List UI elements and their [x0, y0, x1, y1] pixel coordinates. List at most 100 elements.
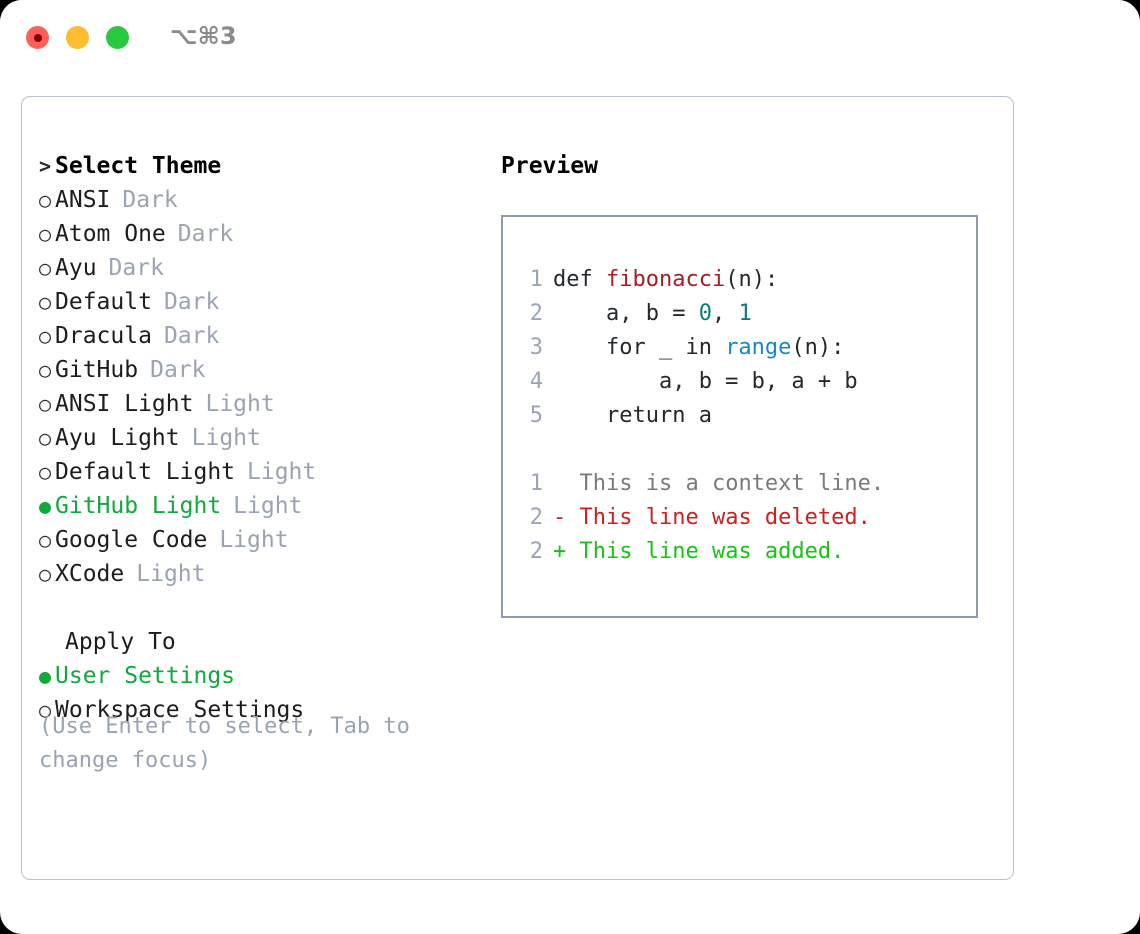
radio-unselected-icon: ○: [39, 358, 52, 382]
line-number: 1: [529, 267, 543, 292]
theme-option-label: Default Light: [55, 459, 236, 485]
select-theme-label: Select Theme: [55, 153, 222, 179]
title-bar: ⌥⌘3: [0, 0, 1140, 78]
code-token: a, b =: [553, 301, 699, 326]
theme-option-label: GitHub Light: [55, 493, 222, 519]
preview-title: Preview: [501, 153, 598, 179]
radio-unselected-icon: ○: [39, 392, 52, 416]
code-token: return a: [553, 403, 712, 428]
theme-option-label: XCode: [55, 561, 125, 587]
theme-option-label: Dracula: [55, 323, 152, 349]
code-diff-spacer: [503, 433, 976, 467]
apply-to-option-label: User Settings: [55, 663, 236, 689]
radio-unselected-icon: ○: [39, 188, 52, 212]
theme-option-xcode[interactable]: ○XCode Light: [39, 557, 479, 591]
diff-text: This line was added.: [579, 539, 845, 564]
select-theme-heading: >Select Theme: [39, 149, 479, 183]
theme-option-tag: Light: [233, 493, 303, 519]
radio-selected-icon: ●: [39, 664, 52, 688]
theme-option-tag: Light: [247, 459, 317, 485]
code-token: 0: [698, 301, 712, 326]
diff-marker: +: [553, 539, 580, 564]
theme-option-tag: Dark: [163, 323, 220, 349]
code-line: 2 a, b = 0, 1: [503, 297, 976, 331]
line-number: 3: [529, 335, 543, 360]
theme-option-label: ANSI Light: [55, 391, 194, 417]
theme-option-label: Ayu Light: [55, 425, 180, 451]
apply-to-option-label: Workspace Settings: [55, 697, 305, 723]
diff-line-add: 2 + This line was added.: [503, 535, 976, 569]
theme-option-tag: Light: [136, 561, 206, 587]
theme-option-label: ANSI: [55, 187, 111, 213]
code-token: def: [553, 267, 606, 292]
code-line: 4 a, b = b, a + b: [503, 365, 976, 399]
diff-text: This is a context line.: [579, 471, 885, 496]
line-number: 2: [529, 301, 543, 326]
radio-unselected-icon: ○: [39, 460, 52, 484]
diff-marker: [553, 471, 580, 496]
theme-option-tag: Dark: [150, 357, 206, 383]
theme-option-tag: Light: [191, 425, 261, 451]
theme-option-tag: Dark: [108, 255, 164, 281]
theme-option-default-light[interactable]: ○Default Light Light: [39, 455, 479, 489]
minimize-button[interactable]: [66, 26, 89, 49]
theme-option-ayu[interactable]: ○Ayu Dark: [39, 251, 479, 285]
diff-line-del: 2- This line was deleted.: [503, 501, 976, 535]
radio-unselected-icon: ○: [39, 562, 52, 586]
traffic-lights: [26, 26, 129, 49]
close-button[interactable]: [26, 26, 49, 49]
diff-sample: 1 This is a context line.2- This line wa…: [503, 467, 976, 569]
close-icon: [33, 33, 42, 42]
line-number: 1: [529, 471, 543, 496]
apply-to-list: ●User Settings○Workspace Settings: [39, 659, 479, 727]
theme-option-atom-one[interactable]: ○Atom One Dark: [39, 217, 479, 251]
apply-to-option-workspace-settings[interactable]: ○Workspace Settings: [39, 693, 479, 727]
radio-unselected-icon: ○: [39, 290, 52, 314]
theme-option-github-light[interactable]: ●GitHub Light Light: [39, 489, 479, 523]
apply-to-option-user-settings[interactable]: ●User Settings: [39, 659, 479, 693]
theme-option-label: Google Code: [55, 527, 208, 553]
caret-icon: >: [39, 154, 52, 178]
code-token: fibonacci: [605, 267, 726, 292]
theme-option-label: Default: [55, 289, 152, 315]
apply-to-heading: Apply To: [65, 629, 176, 655]
code-line: 3 for _ in range(n):: [503, 331, 976, 365]
radio-unselected-icon: ○: [39, 222, 52, 246]
theme-option-tag: Light: [219, 527, 289, 553]
theme-option-tag: Light: [205, 391, 275, 417]
radio-unselected-icon: ○: [39, 698, 52, 722]
theme-option-label: GitHub: [55, 357, 139, 383]
theme-option-label: Atom One: [55, 221, 166, 247]
code-token: ,: [711, 301, 739, 326]
line-number: 2: [529, 539, 543, 564]
radio-unselected-icon: ○: [39, 256, 52, 280]
diff-marker: -: [553, 505, 580, 530]
keyboard-hint: (Use Enter to select, Tab to change focu…: [39, 714, 410, 773]
theme-option-tag: Dark: [177, 221, 234, 247]
list-spacer: [39, 591, 479, 625]
diff-line-ctx: 1 This is a context line.: [503, 467, 976, 501]
radio-selected-icon: ●: [39, 494, 52, 518]
theme-option-github[interactable]: ○GitHub Dark: [39, 353, 479, 387]
theme-option-ansi-light[interactable]: ○ANSI Light Light: [39, 387, 479, 421]
theme-option-label: Ayu: [55, 255, 97, 281]
code-token: 1: [738, 301, 752, 326]
maximize-button[interactable]: [106, 26, 129, 49]
theme-option-dracula[interactable]: ○Dracula Dark: [39, 319, 479, 353]
radio-unselected-icon: ○: [39, 426, 52, 450]
line-number: 4: [529, 369, 543, 394]
code-line: 5 return a: [503, 399, 976, 433]
radio-unselected-icon: ○: [39, 324, 52, 348]
line-number: 2: [529, 505, 543, 530]
theme-option-ayu-light[interactable]: ○Ayu Light Light: [39, 421, 479, 455]
keyboard-shortcut-label: ⌥⌘3: [170, 22, 237, 50]
